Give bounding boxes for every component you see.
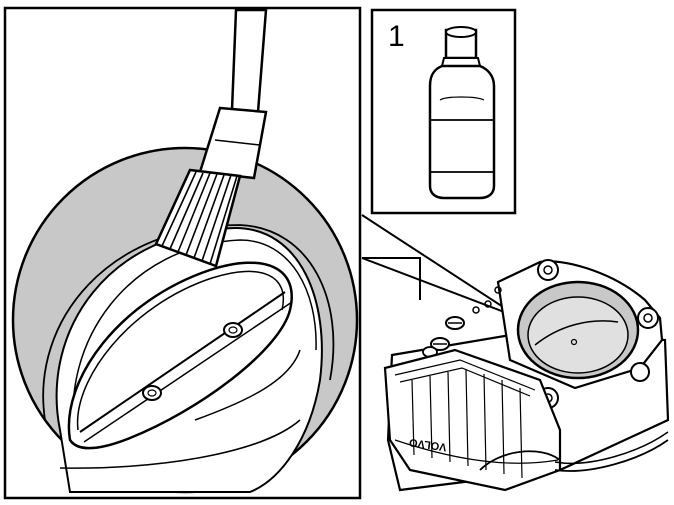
flange-bolt-icon — [637, 307, 659, 329]
throttle-body-assembly: VOLVO — [383, 259, 670, 492]
inset-box: 1 — [370, 8, 517, 215]
brush-icon — [154, 9, 268, 268]
flange-bolt-icon — [537, 259, 559, 281]
zoom-bracket — [361, 214, 521, 319]
cleaning-fluid-bottle-icon — [428, 26, 496, 200]
adjust-screw-icon — [422, 286, 502, 358]
plate-screw-icon — [223, 322, 243, 338]
housing-logo-text: VOLVO — [408, 436, 447, 453]
inset-label: 1 — [388, 20, 405, 53]
detail-panel — [3, 6, 362, 500]
throttle-plate — [67, 261, 293, 450]
plate-screw-icon — [142, 385, 162, 401]
flange-bolt-icon — [630, 362, 650, 382]
